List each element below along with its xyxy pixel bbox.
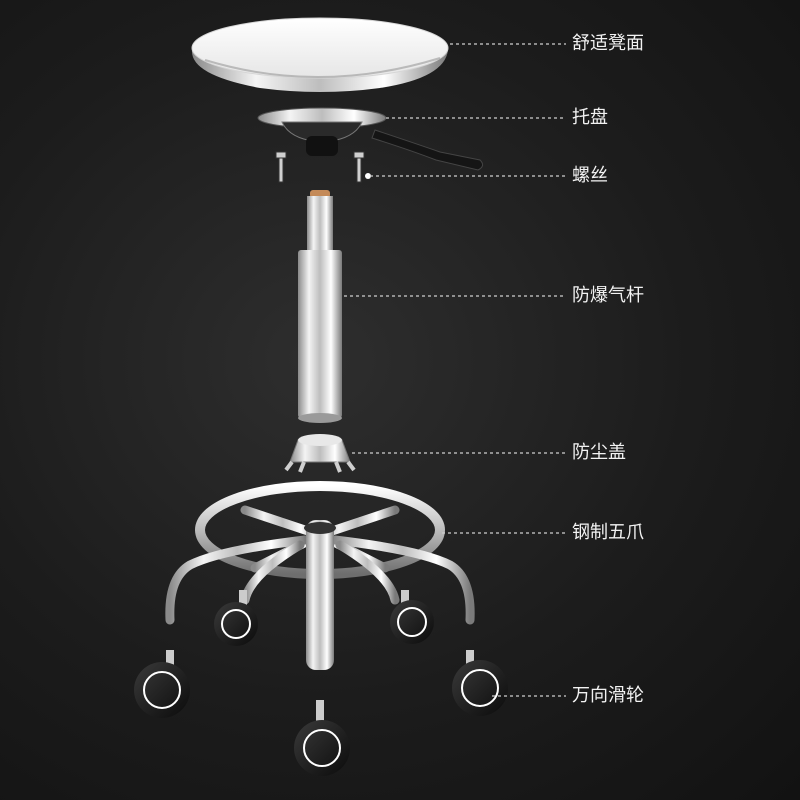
tray-part [257, 107, 484, 171]
steel-base-part [165, 481, 475, 670]
casters-part [134, 590, 508, 776]
label-tray: 托盘 [572, 107, 608, 128]
label-steel-base: 钢制五爪 [572, 522, 644, 543]
label-casters: 万向滑轮 [572, 685, 644, 706]
gas-lift-part [298, 190, 342, 423]
dust-cover-part [284, 434, 356, 473]
label-seat: 舒适凳面 [572, 33, 644, 54]
leader-lines [344, 43, 566, 697]
label-gas-lift: 防爆气杆 [572, 285, 644, 306]
label-dust-cover: 防尘盖 [572, 442, 626, 463]
screws-part [275, 151, 371, 183]
label-screws: 螺丝 [572, 165, 608, 186]
seat-part [191, 17, 449, 92]
